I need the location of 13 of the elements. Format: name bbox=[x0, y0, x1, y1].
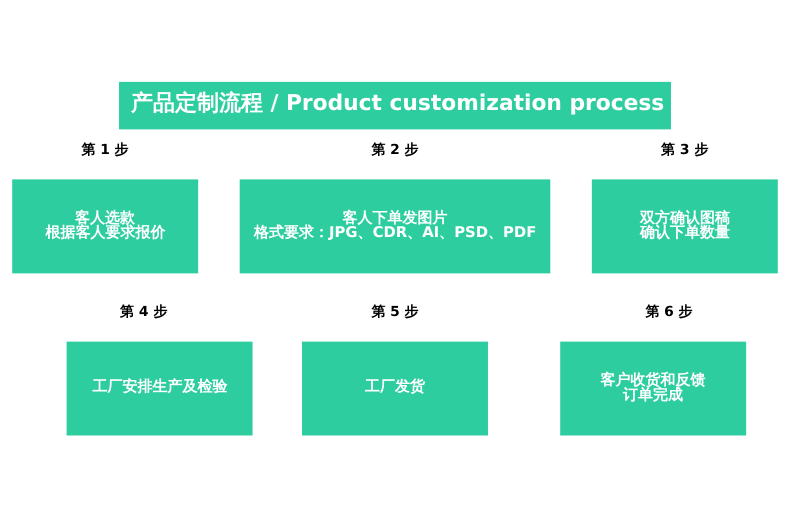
node-label: 第 1 步 bbox=[81, 142, 129, 158]
node-box: 客户收货和反馈 订单完成 bbox=[560, 342, 746, 436]
node-label: 第 6 步 bbox=[645, 304, 693, 320]
node-label: 第 2 步 bbox=[371, 142, 419, 158]
node-box: 双方确认图稿 确认下单数量 bbox=[592, 179, 778, 274]
node-box: 工厂发货 bbox=[302, 342, 488, 436]
node-box: 工厂安排生产及检验 bbox=[66, 342, 253, 436]
node-label: 第 5 步 bbox=[371, 304, 419, 320]
node-box: 客人选款 根据客人要求报价 bbox=[12, 179, 198, 274]
node-label: 第 3 步 bbox=[661, 142, 708, 158]
node-box: 客人下单发图片 格式要求：JPG、CDR、AI、PSD、PDF bbox=[240, 179, 550, 274]
node-label: 第 4 步 bbox=[120, 304, 168, 320]
diagram-title: 产品定制流程 / Product customization process bbox=[130, 91, 664, 116]
